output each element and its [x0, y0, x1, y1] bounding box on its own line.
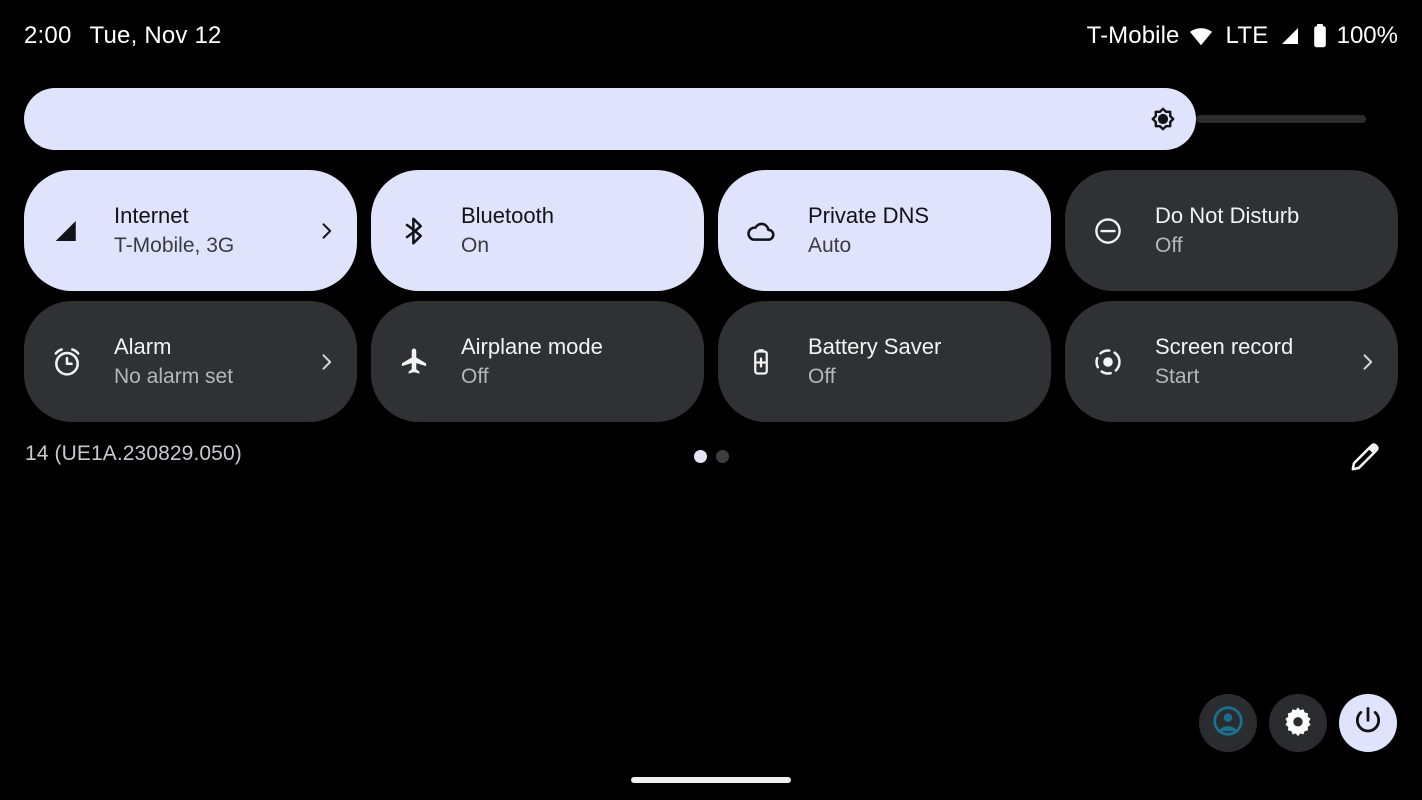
- tile-subtitle: On: [461, 234, 490, 257]
- tile-subtitle: Off: [808, 365, 836, 388]
- battery-saver-icon: [744, 345, 778, 379]
- tile-subtitle: Off: [1155, 234, 1183, 257]
- tile-subtitle: Off: [461, 365, 489, 388]
- tile-alarm-text: Alarm No alarm set: [114, 332, 307, 391]
- power-icon: [1352, 705, 1384, 742]
- brightness-slider-rail: [1196, 115, 1366, 123]
- alarm-clock-icon: [50, 345, 84, 379]
- bluetooth-icon: [397, 214, 431, 248]
- page-dot-1[interactable]: [693, 450, 707, 463]
- do-not-disturb-icon: [1091, 214, 1125, 248]
- status-date: Tue, Nov 12: [89, 22, 222, 49]
- build-version-label: 14 (UE1A.230829.050): [25, 442, 242, 465]
- page-indicator[interactable]: [0, 450, 1422, 463]
- tile-subtitle: No alarm set: [114, 365, 234, 388]
- account-circle-icon: [1211, 704, 1245, 743]
- signal-cellular-icon: [50, 214, 84, 248]
- carrier-label: T-Mobile: [1086, 22, 1180, 49]
- pencil-icon[interactable]: [1348, 440, 1382, 474]
- airplane-icon: [397, 345, 431, 379]
- cloud-icon: [744, 214, 778, 248]
- chevron-right-icon[interactable]: [1356, 345, 1378, 379]
- chevron-right-icon[interactable]: [315, 345, 337, 379]
- wifi-icon: [1188, 23, 1214, 49]
- tile-bluetooth[interactable]: Bluetooth On: [371, 170, 704, 291]
- tile-private-dns-text: Private DNS Auto: [808, 201, 1001, 260]
- tile-title: Do Not Disturb: [1155, 203, 1300, 228]
- signal-icon: [1278, 24, 1302, 48]
- network-type-label: LTE: [1225, 22, 1269, 49]
- tile-title: Airplane mode: [461, 334, 603, 359]
- tile-internet[interactable]: Internet T-Mobile, 3G: [24, 170, 357, 291]
- tile-bluetooth-text: Bluetooth On: [461, 201, 654, 260]
- tile-battery-saver-text: Battery Saver Off: [808, 332, 1001, 391]
- status-bar: 2:00 Tue, Nov 12 T-Mobile LTE: [0, 0, 1422, 72]
- tile-subtitle: Auto: [808, 234, 852, 257]
- tile-title: Bluetooth: [461, 203, 554, 228]
- chevron-right-icon[interactable]: [315, 214, 337, 248]
- user-switcher-button[interactable]: [1199, 694, 1257, 752]
- tile-airplane-mode-text: Airplane mode Off: [461, 332, 654, 391]
- tile-title: Battery Saver: [808, 334, 942, 359]
- battery-icon: [1311, 23, 1329, 49]
- tile-title: Alarm: [114, 334, 172, 359]
- status-bar-left: 2:00 Tue, Nov 12: [24, 22, 222, 50]
- brightness-icon: [1146, 102, 1180, 136]
- gear-icon: [1282, 705, 1314, 742]
- screen-record-icon: [1091, 345, 1125, 379]
- tile-subtitle: T-Mobile, 3G: [114, 234, 235, 257]
- tile-internet-text: Internet T-Mobile, 3G: [114, 201, 307, 260]
- status-clock: 2:00: [24, 22, 72, 49]
- tile-do-not-disturb[interactable]: Do Not Disturb Off: [1065, 170, 1398, 291]
- tile-do-not-disturb-text: Do Not Disturb Off: [1155, 201, 1348, 260]
- tile-airplane-mode[interactable]: Airplane mode Off: [371, 301, 704, 422]
- brightness-slider-fill: [24, 88, 1196, 150]
- tile-screen-record-text: Screen record Start: [1155, 332, 1348, 391]
- bottom-action-bar: [1199, 694, 1397, 752]
- home-gesture-bar[interactable]: [631, 777, 791, 783]
- brightness-slider[interactable]: [24, 88, 1366, 150]
- tile-title: Screen record: [1155, 334, 1294, 359]
- tile-subtitle: Start: [1155, 365, 1200, 388]
- status-bar-right: T-Mobile LTE 100%: [1087, 22, 1398, 50]
- brightness-slider-track[interactable]: [24, 88, 1366, 150]
- quick-settings-footer: 14 (UE1A.230829.050): [0, 438, 1422, 478]
- tile-title: Private DNS: [808, 203, 930, 228]
- settings-button[interactable]: [1269, 694, 1327, 752]
- page-dot-2[interactable]: [715, 450, 729, 463]
- quick-settings-tile-grid: Internet T-Mobile, 3G Bluetooth On: [24, 170, 1398, 422]
- tile-title: Internet: [114, 203, 189, 228]
- tile-screen-record[interactable]: Screen record Start: [1065, 301, 1398, 422]
- tile-alarm[interactable]: Alarm No alarm set: [24, 301, 357, 422]
- power-button[interactable]: [1339, 694, 1397, 752]
- tile-battery-saver[interactable]: Battery Saver Off: [718, 301, 1051, 422]
- tile-private-dns[interactable]: Private DNS Auto: [718, 170, 1051, 291]
- battery-percent-label: 100%: [1336, 22, 1398, 49]
